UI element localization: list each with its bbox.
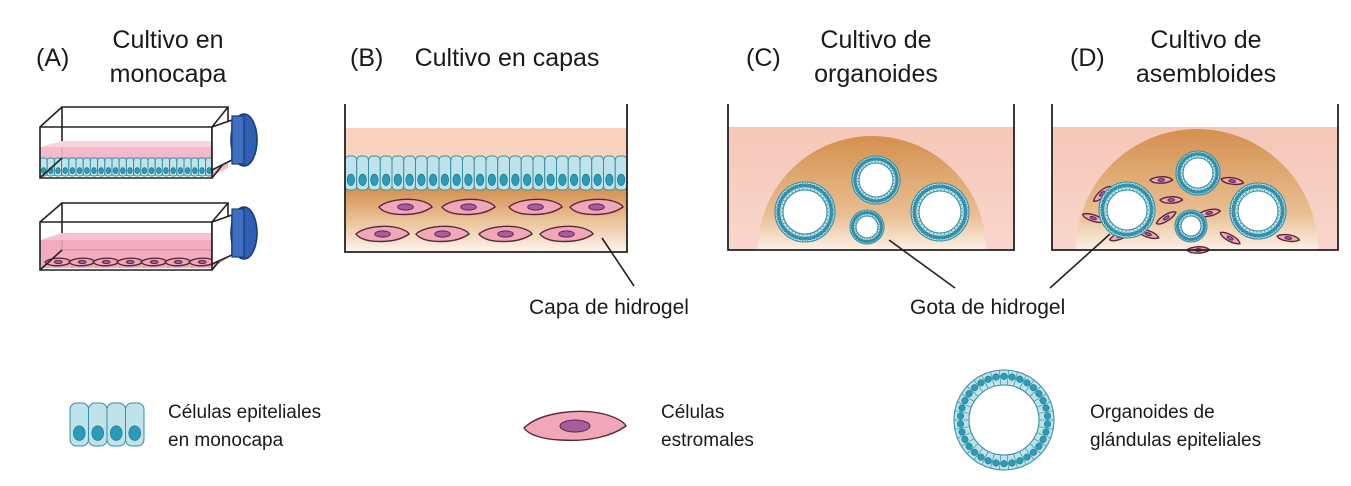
panel-d-title-line1: Cultivo de: [1150, 26, 1261, 54]
legend-epithelial-line2: en monocapa: [168, 430, 284, 451]
organoid-culture-well: [727, 104, 1015, 251]
legend-organoid-line1: Organoides de: [1090, 402, 1215, 423]
layered-culture-well: [344, 104, 628, 253]
callout-line-layer: [601, 237, 635, 287]
epithelial-cells-icon: [69, 402, 145, 447]
callout-hydrogel-drop: Gota de hidrogel: [910, 296, 1065, 319]
panel-c-letter: (C): [746, 44, 781, 72]
panel-c-title-line2: organoides: [814, 60, 938, 88]
legend-stromal-line1: Células: [661, 402, 724, 423]
organoid-icon: [953, 369, 1055, 471]
stromal-cell-icon: [523, 410, 627, 442]
legend-stromal-line2: estromales: [661, 430, 754, 451]
flask-stromal: [39, 202, 258, 271]
panel-d-title-line2: asembloides: [1136, 60, 1276, 88]
panel-a-title-line1: Cultivo en: [112, 26, 223, 54]
assembloid-culture-well: [1051, 104, 1339, 254]
callout-hydrogel-layer: Capa de hidrogel: [529, 296, 689, 319]
panel-b-letter: (B): [350, 44, 383, 72]
panel-b-title: Cultivo en capas: [415, 44, 600, 72]
flask-epithelial: [39, 106, 258, 179]
panel-d-letter: (D): [1070, 44, 1105, 72]
legend-organoid-line2: glándulas epiteliales: [1090, 430, 1261, 451]
callout-line-drop-d: [1049, 233, 1111, 289]
legend-epithelial-line1: Células epiteliales: [168, 402, 321, 423]
panel-a-title-line2: monocapa: [110, 60, 227, 88]
callout-line-drop-c: [888, 239, 956, 289]
panel-c-title-line1: Cultivo de: [820, 26, 931, 54]
panel-a-letter: (A): [36, 44, 69, 72]
